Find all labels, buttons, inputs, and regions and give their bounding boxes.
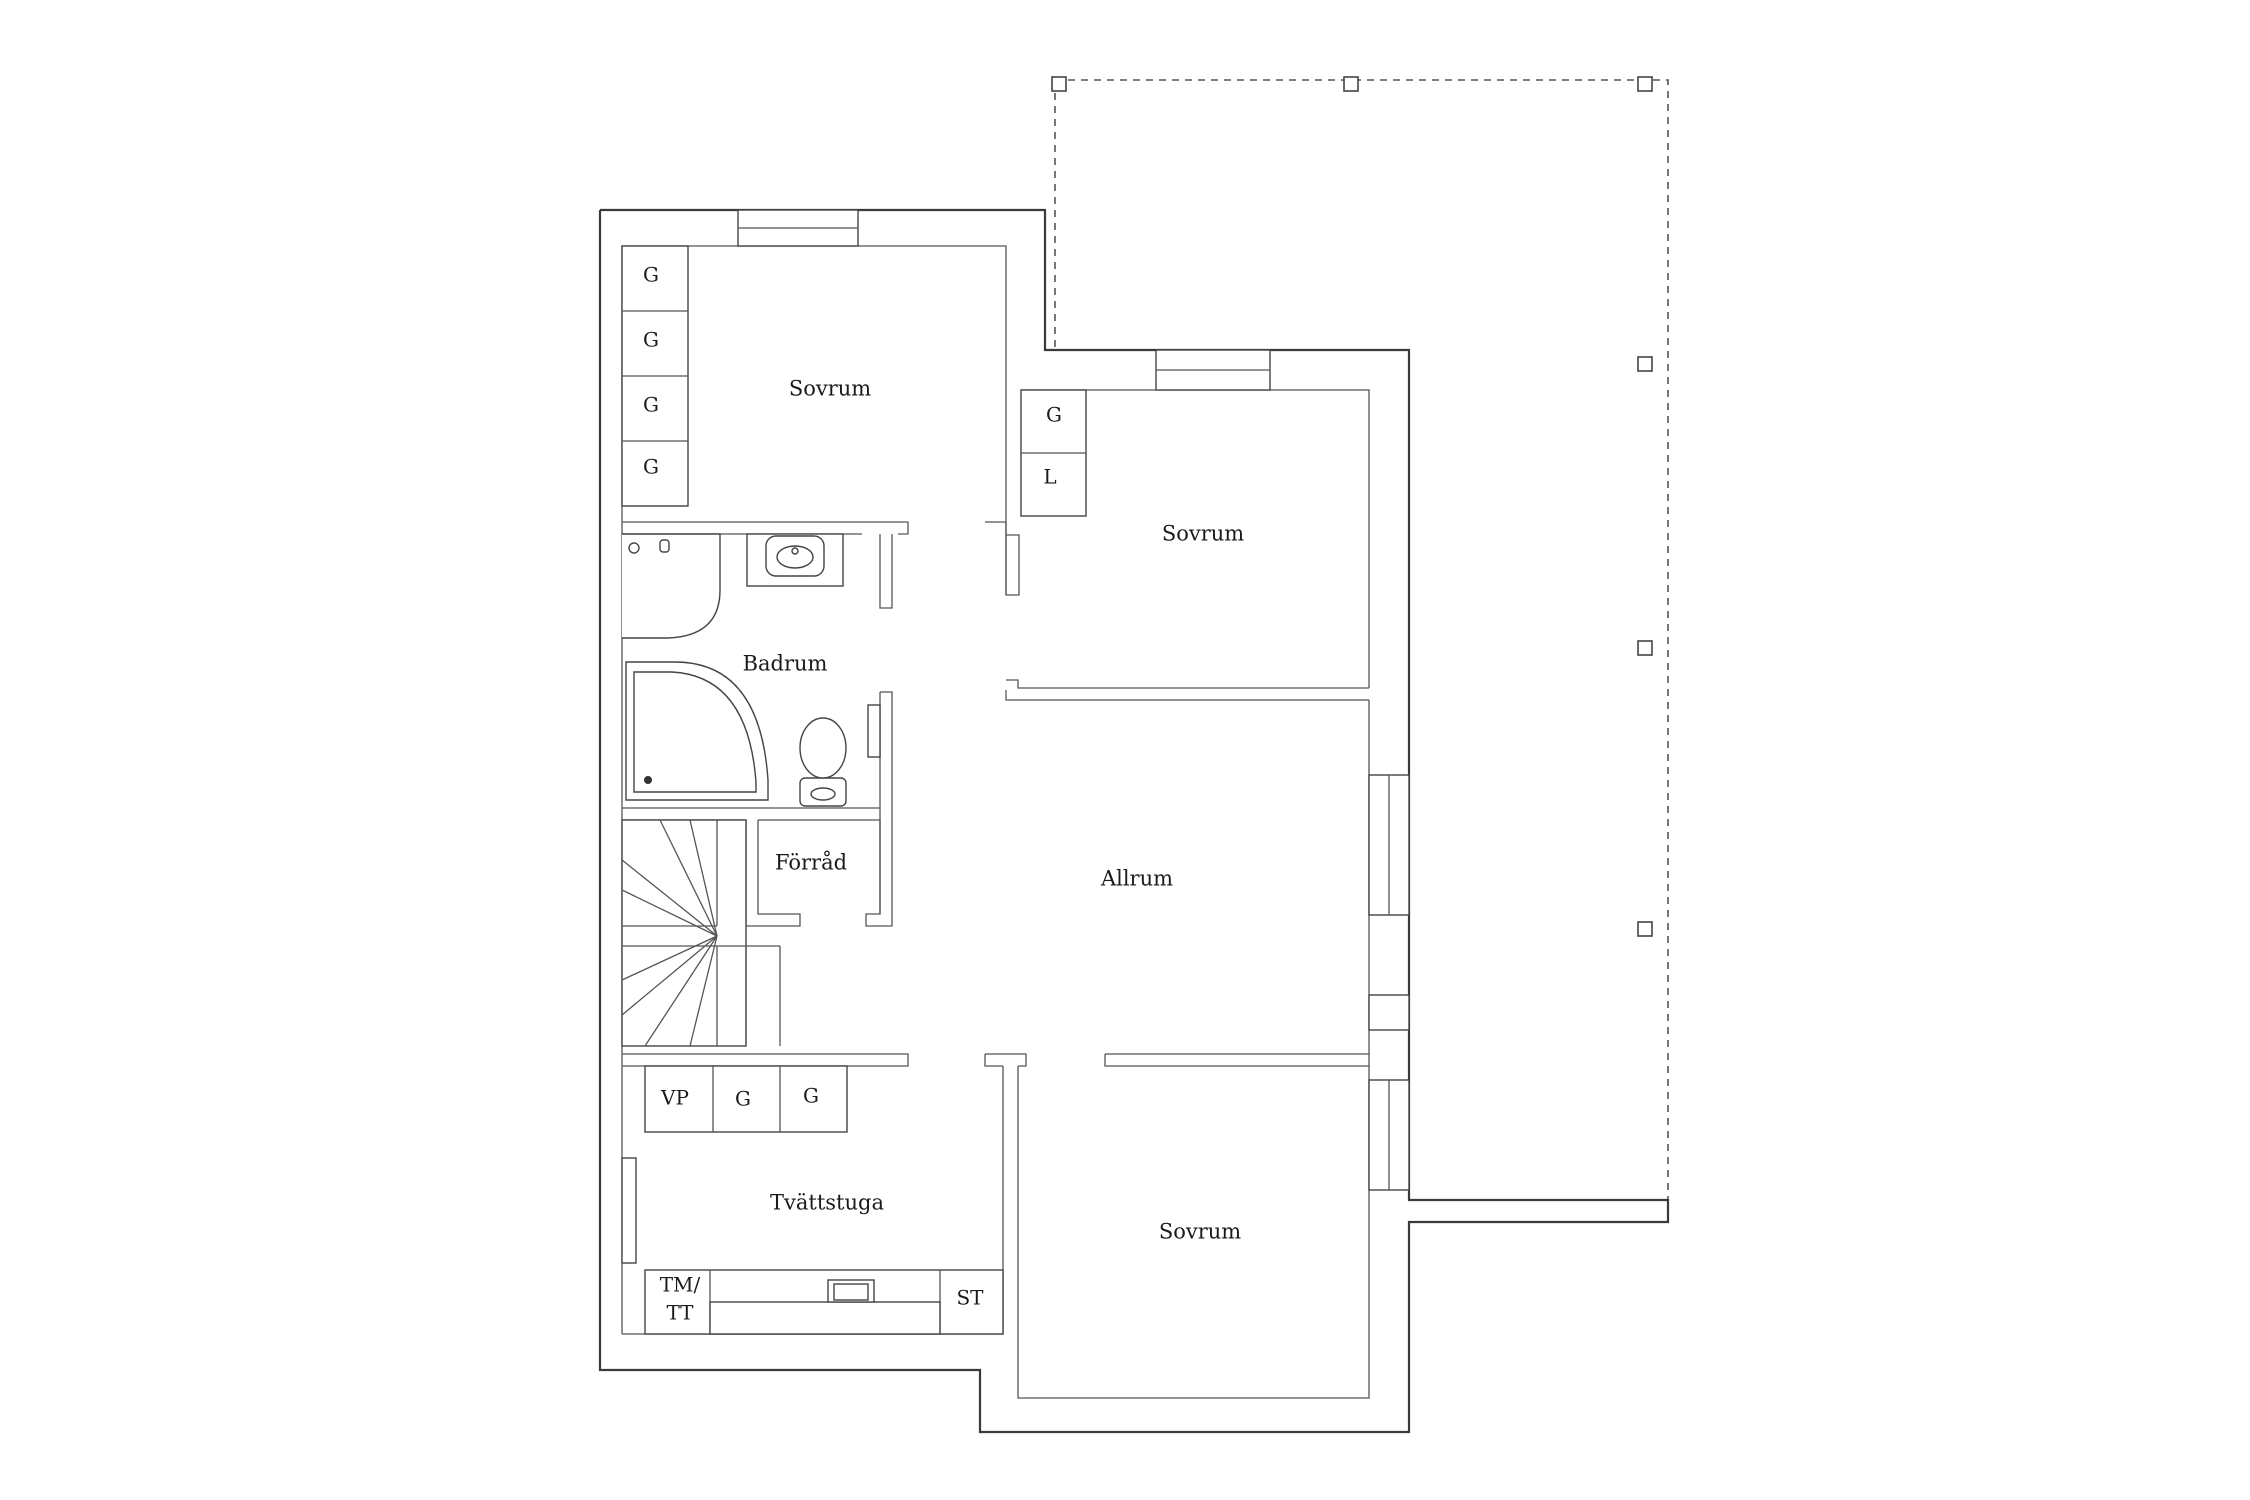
wall-shelf [621,1157,637,1264]
room-label-sovrum: Sovrum [1159,1220,1241,1244]
wardrobe-column-left [621,245,689,507]
terrace-post [1637,356,1653,372]
wardrobe-label: G [735,1087,751,1111]
heat-pump-label: VP [660,1086,689,1110]
room-label-sovrum: Sovrum [789,377,871,401]
terrace-post [1637,76,1653,92]
room-label-allrum: Allrum [1100,867,1173,891]
terrace-outline [1051,76,1669,1222]
linen-closet-label: L [1043,465,1056,489]
toilet-icon [799,717,847,779]
wardrobe-label: G [643,263,659,287]
drying-cabinet-label: ST [956,1286,984,1310]
terrace-post [1637,640,1653,656]
room-label-tvattstuga: Tvättstuga [770,1191,884,1215]
laundry-cabinets-top [644,1065,848,1133]
terrace-post [1051,76,1067,92]
windows [737,209,1410,1191]
dryer-label: TT [666,1301,694,1325]
laundry-counter [621,1157,1004,1335]
room-label-badrum: Badrum [743,652,828,676]
outer-walls [598,208,1670,1434]
drain-icon [644,776,652,784]
wardrobe-label: G [643,455,659,479]
room-label-sovrum: Sovrum [1162,522,1244,546]
wardrobe-label: G [643,393,659,417]
towel-rail-icon [867,704,881,758]
bathroom-fixtures [622,533,881,807]
staircase-icon [621,819,781,1047]
wardrobe-column-right [1020,389,1087,517]
terrace-post [1343,76,1359,92]
room-label-forrad: Förråd [775,851,847,875]
wall-niche [1368,994,1410,1031]
washer-label: TM/ [660,1273,701,1297]
wardrobe-label: G [803,1084,819,1108]
shower-icon [622,533,721,639]
terrace-post [1637,921,1653,937]
counter-top [709,1301,941,1335]
wardrobe-label: G [643,328,659,352]
wardrobe-label: G [1046,403,1062,427]
shower-tap-icon [659,539,670,553]
